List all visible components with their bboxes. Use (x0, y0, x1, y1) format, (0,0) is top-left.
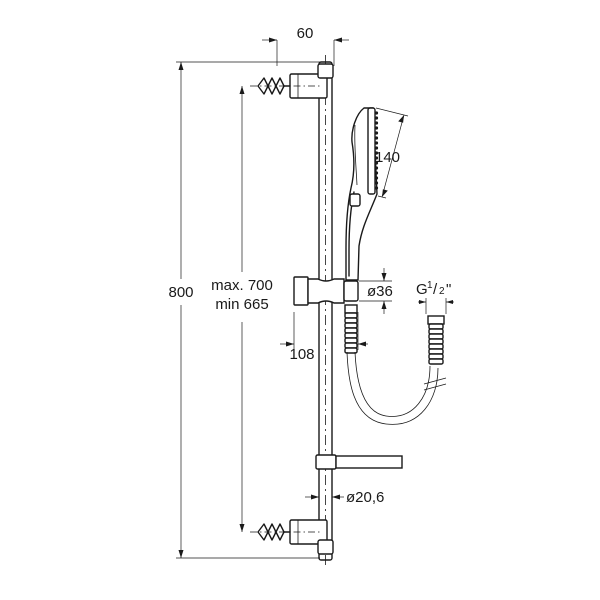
bottom-wall-bracket (289, 519, 334, 555)
hose-rib (428, 328, 444, 335)
sliding-holder (293, 276, 359, 306)
spray-nozzle (374, 111, 379, 115)
spray-nozzle (374, 151, 379, 155)
dim-holder-projection-label: 108 (289, 346, 314, 363)
dim-handshower-length-label: 140 (375, 149, 400, 166)
dim-hose-thread-g: G (416, 281, 428, 298)
spray-nozzles (374, 111, 379, 190)
dim-adjust-max-label: max. 700 (211, 277, 273, 294)
hose-rib (428, 323, 444, 330)
handshower (345, 107, 379, 281)
dim-hose-thread-slash: / (433, 281, 438, 298)
dim-hose-thread-num: 1 (427, 280, 433, 291)
hose-rib (344, 322, 358, 329)
hose-rib (428, 358, 444, 365)
spray-nozzle (374, 181, 379, 185)
dim-handshower-length (375, 107, 409, 199)
spray-nozzle (374, 171, 379, 175)
dim-total-height (176, 61, 320, 559)
dim-holder-diameter-label: ø36 (367, 283, 393, 300)
dim-bracket-offset-label: 60 (297, 25, 314, 42)
top-wall-anchor (250, 77, 322, 95)
dim-adjust-min-label: min 665 (215, 296, 268, 313)
hose-rib (428, 333, 444, 340)
hose-rib (344, 312, 358, 319)
bottom-wall-anchor (250, 523, 322, 541)
shower-hose (346, 351, 447, 425)
hose-rib (344, 332, 358, 339)
hose-rib (428, 348, 444, 355)
spray-nozzle (374, 156, 379, 160)
spray-nozzle (374, 166, 379, 170)
dim-holder-diameter (359, 268, 392, 314)
spray-nozzle (374, 121, 379, 125)
hose-rib (344, 317, 358, 324)
dim-hose-thread-quote: " (446, 281, 451, 298)
spray-nozzle (374, 116, 379, 120)
top-wall-bracket (289, 63, 334, 99)
dim-hose-thread (418, 298, 454, 314)
spray-nozzle (374, 146, 379, 150)
spray-nozzle (374, 176, 379, 180)
dim-bar-diameter-label: ø20,6 (346, 489, 384, 506)
hose-rib (344, 337, 358, 344)
dim-adjustable-spacing (239, 86, 245, 532)
spray-nozzle (374, 126, 379, 130)
spray-nozzle (374, 136, 379, 140)
spray-nozzle (374, 141, 379, 145)
hose-rib (428, 343, 444, 350)
hose-connector-holder (344, 304, 358, 354)
hose-rib (344, 327, 358, 334)
dim-total-height-label: 800 (168, 284, 193, 301)
spray-nozzle (374, 186, 379, 190)
hose-rib (344, 347, 358, 354)
hose-rib (428, 338, 444, 345)
dim-hose-thread-den: 2 (439, 286, 445, 297)
hose-connector-free (427, 315, 445, 365)
dim-bar-diameter (305, 494, 344, 500)
slide-bar (318, 55, 333, 565)
hose-rib (428, 353, 444, 360)
spray-nozzle (374, 131, 379, 135)
spray-nozzle (374, 161, 379, 165)
hose-rib (344, 342, 358, 349)
dim-holder-projection (280, 312, 368, 350)
soap-dish (315, 454, 403, 470)
